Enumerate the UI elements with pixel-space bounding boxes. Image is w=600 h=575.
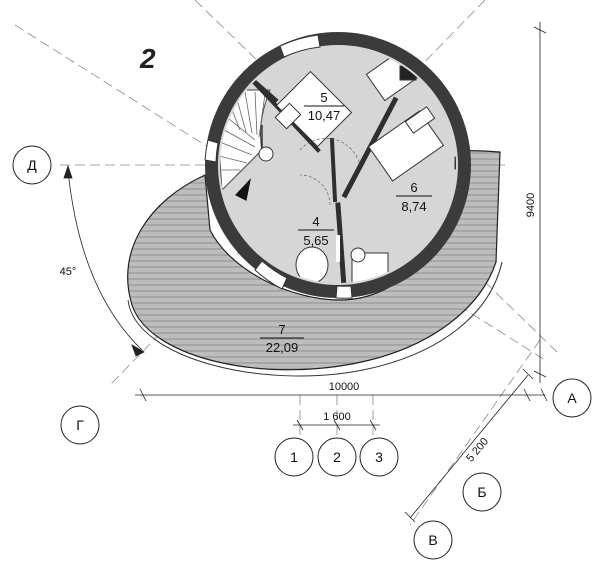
axis-label-a: А bbox=[567, 390, 577, 406]
axis-label-g: Г bbox=[76, 417, 84, 433]
room-7-number: 7 bbox=[278, 322, 285, 337]
floor-number: 2 bbox=[139, 43, 156, 74]
dim-width-total: 10000 bbox=[329, 381, 360, 393]
room-6-number: 6 bbox=[410, 180, 417, 195]
axis-label-1: 1 bbox=[290, 449, 298, 465]
axis-marker-a bbox=[552, 378, 592, 418]
room-5-area: 10,47 bbox=[308, 108, 341, 123]
room-4-number: 4 bbox=[312, 214, 319, 229]
axis-markers bbox=[12, 145, 592, 560]
terrace-edge-outline bbox=[127, 261, 503, 377]
axis-marker-g bbox=[60, 405, 100, 445]
axis-label-v: В bbox=[428, 532, 437, 548]
dim-angle: 45° bbox=[60, 266, 77, 278]
room-4-area: 5,65 bbox=[303, 233, 328, 248]
bed-room-6 bbox=[367, 106, 445, 182]
axis-marker-1 bbox=[274, 437, 314, 477]
room-6-area: 8,74 bbox=[401, 199, 426, 214]
axis-marker-v bbox=[413, 520, 453, 560]
terrace-room-7 bbox=[127, 150, 501, 371]
axis-label-d: Д bbox=[27, 157, 37, 173]
axis-marker-d bbox=[12, 145, 52, 185]
room-7-area: 22,09 bbox=[266, 340, 299, 355]
room-5-number: 5 bbox=[320, 90, 327, 105]
axis-marker-3 bbox=[359, 437, 399, 477]
axis-label-3: 3 bbox=[375, 449, 383, 465]
door-swings bbox=[299, 138, 361, 206]
bed-room-5 bbox=[274, 70, 353, 148]
dimension-lines bbox=[63, 22, 548, 523]
windows bbox=[204, 34, 353, 299]
axis-label-2: 2 bbox=[333, 449, 341, 465]
axis-marker-labels: Д Г А Б В 1 2 3 bbox=[27, 157, 577, 548]
axis-marker-2 bbox=[317, 437, 357, 477]
axis-marker-b bbox=[462, 472, 502, 512]
dim-diagonal: 5 200 bbox=[464, 436, 491, 465]
room-labels: 5 10,47 6 8,74 4 5,65 7 22,09 bbox=[260, 90, 432, 355]
dim-height-total: 9400 bbox=[525, 193, 537, 217]
axis-label-b: Б bbox=[477, 484, 486, 500]
dim-grid-step: 1 600 bbox=[323, 411, 351, 423]
